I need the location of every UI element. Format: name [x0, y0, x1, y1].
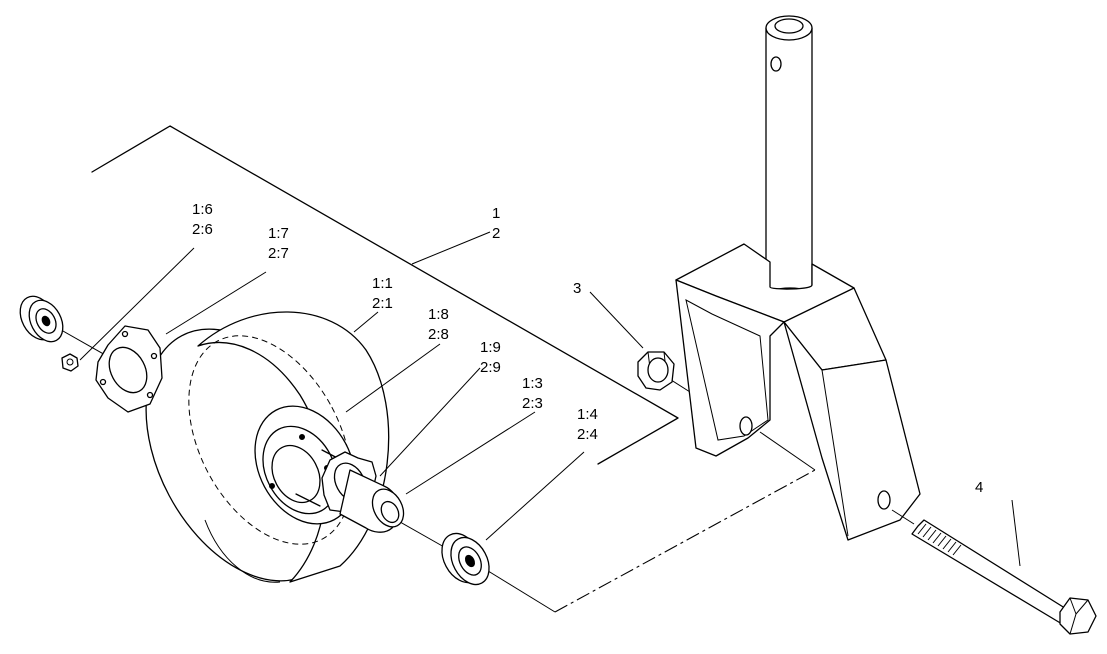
svg-text:4: 4: [975, 479, 983, 496]
bolt: [911, 519, 1097, 635]
svg-text:2:6: 2:6: [192, 221, 213, 238]
flange-plate: [95, 325, 163, 413]
svg-text:2:4: 2:4: [577, 426, 598, 443]
svg-text:1:9: 1:9: [480, 339, 501, 356]
svg-text:2:1: 2:1: [372, 295, 393, 312]
assembly-path-line: [554, 469, 816, 613]
callout-1-4: 1:4 2:4: [577, 406, 598, 443]
svg-text:1:8: 1:8: [428, 306, 449, 323]
bolt-axis-line: [891, 509, 915, 525]
right-bearing: [441, 532, 490, 586]
svg-text:2: 2: [492, 225, 500, 242]
svg-text:2:8: 2:8: [428, 326, 449, 343]
svg-text:1: 1: [492, 205, 500, 222]
hex-nut: [637, 351, 675, 391]
callout-1-7: 1:7 2:7: [268, 225, 289, 262]
callout-1-8: 1:8 2:8: [428, 306, 449, 343]
svg-text:1:1: 1:1: [372, 275, 393, 292]
svg-text:3: 3: [573, 280, 581, 297]
callout-4: 4: [975, 479, 983, 496]
small-nut: [61, 353, 79, 372]
svg-text:2:7: 2:7: [268, 245, 289, 262]
svg-text:1:3: 1:3: [522, 375, 543, 392]
hub-sleeve: [339, 469, 405, 533]
svg-text:1:6: 1:6: [192, 201, 213, 218]
bolt-threads: [917, 523, 962, 556]
caster-fork: [675, 15, 921, 541]
left-bearing: [19, 295, 64, 343]
callout-3: 3: [573, 280, 581, 297]
fork-axle-line: [759, 431, 816, 471]
svg-text:1:7: 1:7: [268, 225, 289, 242]
assembly-group-bracket: [91, 125, 679, 465]
svg-text:2:3: 2:3: [522, 395, 543, 412]
callout-1-9: 1:9 2:9: [480, 339, 501, 376]
svg-text:1:4: 1:4: [577, 406, 598, 423]
axle-centerline-right: [479, 565, 556, 613]
svg-text:2:9: 2:9: [480, 359, 501, 376]
callout-1-3: 1:3 2:3: [522, 375, 543, 412]
callout-1-1: 1:1 2:1: [372, 275, 393, 312]
callout-1-2: 1 2: [492, 205, 500, 242]
callout-1-6: 1:6 2:6: [192, 201, 213, 238]
leader-lines: [79, 231, 1021, 567]
